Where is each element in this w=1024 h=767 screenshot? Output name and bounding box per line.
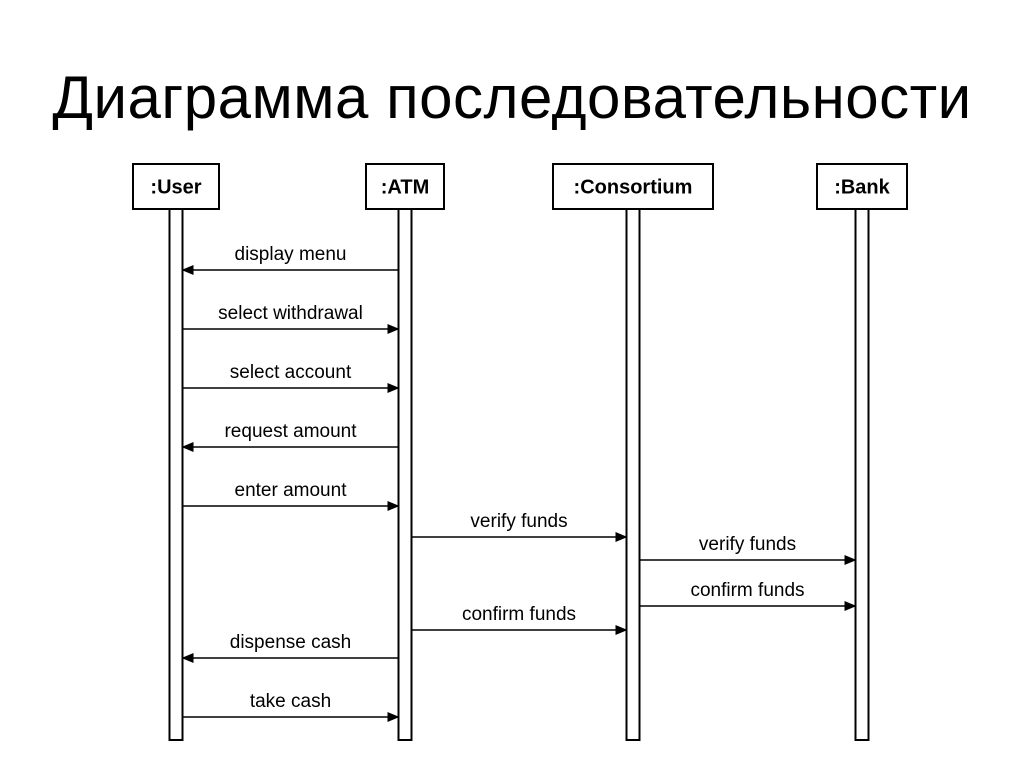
message-label: take cash — [250, 691, 331, 712]
participant-label: :ATM — [381, 177, 430, 199]
participant-consortium: :Consortium — [552, 163, 714, 741]
message: take cash — [182, 691, 400, 722]
message-label: confirm funds — [690, 580, 804, 601]
message-label: request amount — [224, 421, 357, 442]
participant-label: :User — [150, 177, 201, 199]
message: verify funds — [639, 534, 857, 565]
participant-box — [365, 163, 445, 210]
message: enter amount — [182, 480, 400, 511]
message-label: select account — [230, 362, 352, 383]
message-label: verify funds — [699, 534, 796, 555]
activation-bar — [168, 208, 184, 741]
message-label: confirm funds — [462, 604, 576, 625]
message: request amount — [181, 421, 399, 452]
message: confirm funds — [639, 580, 857, 611]
message-label: enter amount — [235, 480, 348, 501]
message-label: display menu — [235, 244, 347, 265]
message-label: verify funds — [470, 511, 567, 532]
page-title: Диаграмма последовательности — [52, 64, 972, 131]
participant-atm: :ATM — [365, 163, 445, 741]
participant-box — [132, 163, 220, 210]
participant-user: :User — [132, 163, 220, 741]
participant-label: :Consortium — [574, 177, 693, 199]
message: display menu — [181, 244, 399, 275]
message: confirm funds — [411, 604, 628, 635]
activation-bar — [854, 208, 870, 741]
participant-box — [816, 163, 908, 210]
participant-bank: :Bank — [816, 163, 908, 741]
participant-box — [552, 163, 714, 210]
message-label: dispense cash — [230, 632, 351, 653]
participant-label: :Bank — [834, 177, 890, 199]
activation-bar — [625, 208, 641, 741]
message: select withdrawal — [182, 303, 400, 334]
message: select account — [182, 362, 400, 393]
activation-bar — [397, 208, 413, 741]
message: verify funds — [411, 511, 628, 542]
message: dispense cash — [181, 632, 399, 663]
message-label: select withdrawal — [218, 303, 363, 324]
